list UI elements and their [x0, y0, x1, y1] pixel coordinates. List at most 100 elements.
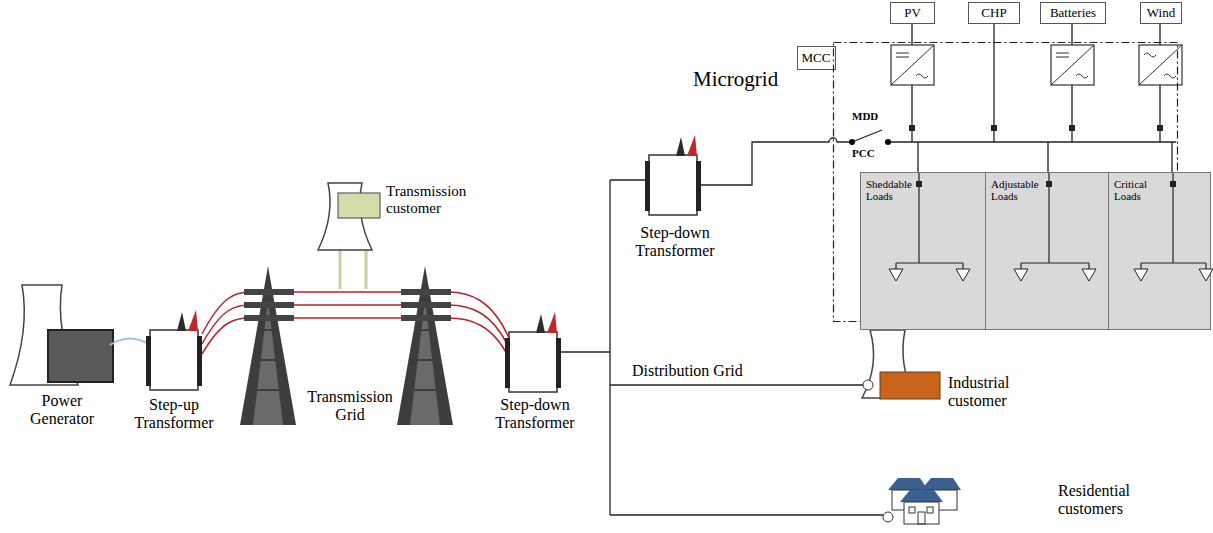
switch-label: MDD — [852, 110, 892, 122]
load-wire — [1020, 263, 1021, 269]
box-label: Sheddable Loads — [866, 178, 914, 202]
region-heading: Microgrid — [693, 68, 778, 91]
switch-contact — [849, 139, 855, 145]
customer-label: Industrial customer — [948, 374, 1048, 409]
controller-box: MCC — [797, 46, 836, 70]
box-label: CHP — [981, 6, 1006, 20]
microgrid-wire — [918, 142, 1172, 172]
box-label: Adjustable Loads — [991, 178, 1044, 202]
transmission-customer-plant — [318, 183, 380, 289]
transmission-tower — [240, 266, 453, 425]
breaker-square — [1157, 125, 1163, 131]
grid-label: Transmission Grid — [300, 388, 400, 423]
transmission-tower — [244, 302, 294, 308]
power-plant — [110, 339, 150, 346]
pcc-label: PCC — [852, 147, 892, 159]
houses — [904, 502, 939, 524]
switch-contact — [849, 139, 891, 145]
box-label: MCC — [802, 51, 831, 65]
load-wire — [896, 262, 963, 263]
load-symbol — [1134, 269, 1148, 281]
load-wire — [1141, 262, 1206, 263]
grid-label: Distribution Grid — [632, 362, 792, 380]
source-box: CHP — [968, 2, 1020, 24]
houses — [918, 512, 925, 524]
houses — [927, 507, 933, 513]
houses — [888, 478, 928, 490]
converter-symbol — [1051, 45, 1094, 85]
distribution-wire — [609, 180, 610, 515]
industrial-plant — [880, 372, 940, 399]
load-wire — [1205, 263, 1206, 269]
microgrid-region: MicrogridSheddable LoadsAdjustable Loads… — [833, 42, 1178, 322]
microgrid-wire — [888, 141, 1176, 142]
customer-label: Transmission customer — [386, 183, 486, 216]
transmission-line — [202, 292, 509, 338]
step-up-transformer — [146, 310, 202, 390]
source-box: Wind — [1140, 2, 1182, 24]
breaker-square — [1069, 125, 1075, 131]
breaker-square — [909, 125, 915, 131]
transmission-tower — [401, 315, 451, 321]
transmission-line — [202, 292, 509, 358]
breaker-square — [1046, 181, 1052, 187]
transmission-line — [202, 318, 509, 358]
transformer-label: Step-down Transformer — [620, 224, 730, 259]
load-wire — [1021, 262, 1089, 263]
load-symbol — [1082, 269, 1096, 281]
distribution-wire — [701, 138, 852, 185]
box-label: PV — [904, 6, 921, 20]
microgrid-wire — [852, 130, 882, 142]
generator-label: Power Generator — [12, 392, 112, 427]
houses — [883, 478, 961, 524]
step-down-transformer — [505, 312, 561, 392]
load-symbol — [1014, 269, 1028, 281]
houses — [883, 512, 893, 522]
power-plant — [48, 330, 113, 382]
transmission-tower — [244, 289, 294, 295]
distribution-wire — [610, 179, 645, 180]
load-wire — [1140, 263, 1141, 269]
breaker-square — [909, 125, 1163, 131]
transmission-tower — [255, 330, 281, 390]
industrial-plant — [862, 330, 940, 399]
microgrid-wire — [993, 24, 994, 142]
load-wire — [895, 263, 896, 269]
transmission-tower — [401, 289, 451, 295]
load-wire — [962, 263, 963, 269]
switch-contact — [885, 139, 891, 145]
source-box: Batteries — [1040, 2, 1106, 24]
houses — [909, 507, 915, 513]
source-box: PV — [890, 2, 935, 24]
breaker-square — [1170, 181, 1176, 187]
houses — [921, 478, 961, 490]
power-plant — [10, 285, 150, 385]
transmission-customer-plant — [338, 193, 380, 218]
transmission-line — [202, 305, 509, 348]
distribution-wire — [610, 514, 883, 515]
breaker-square — [991, 125, 997, 131]
industrial-plant — [863, 380, 873, 390]
load-group-box: Critical Loads — [1108, 172, 1211, 330]
converter-symbol — [891, 45, 934, 85]
load-group-box: Sheddable Loads — [860, 172, 997, 330]
transformer-label: Step-down Transformer — [480, 396, 590, 431]
transmission-tower — [412, 330, 438, 390]
transmission-tower — [401, 302, 451, 308]
distribution-wire — [610, 384, 863, 385]
transformer-label: Step-up Transformer — [124, 396, 224, 431]
converter-symbol — [1139, 45, 1182, 85]
load-wire — [1088, 263, 1089, 269]
step-down-transformer — [645, 135, 701, 215]
houses — [900, 490, 943, 502]
microgrid-wire — [833, 24, 1176, 172]
transmission-tower — [240, 266, 296, 425]
box-label: Batteries — [1050, 6, 1096, 20]
breaker-square — [916, 181, 922, 187]
customer-label: Residential customers — [1058, 482, 1168, 517]
load-symbol — [956, 269, 970, 281]
load-symbol — [1199, 269, 1213, 281]
transmission-tower — [397, 266, 453, 425]
box-label: Critical Loads — [1114, 178, 1168, 202]
distribution-wire — [561, 138, 883, 515]
